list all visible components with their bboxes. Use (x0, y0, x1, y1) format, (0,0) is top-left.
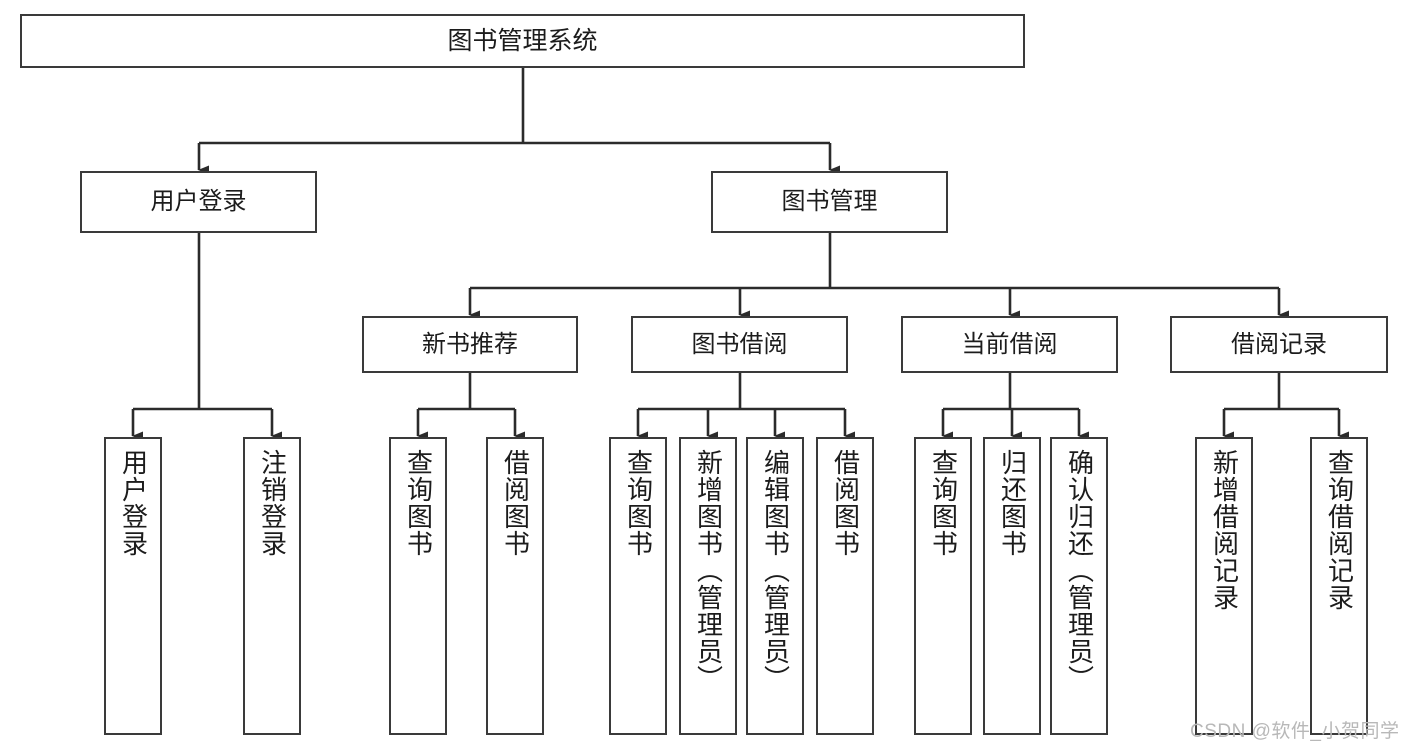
node-leaf-edit-book[interactable]: 编辑图书（管理员） (746, 437, 804, 735)
node-label: 新增图书（管理员） (693, 449, 724, 692)
node-label: 用户登录 (118, 449, 149, 557)
node-label: 图书管理系统 (447, 26, 598, 55)
node-user-login[interactable]: 用户登录 (80, 171, 317, 233)
node-label: 借阅图书 (830, 449, 861, 557)
node-label: 归还图书 (997, 449, 1028, 557)
node-label: 图书借阅 (691, 330, 788, 358)
node-book-manage[interactable]: 图书管理 (711, 171, 948, 233)
node-leaf-query-book-3[interactable]: 查询图书 (914, 437, 972, 735)
node-root[interactable]: 图书管理系统 (20, 14, 1025, 68)
node-label: 借阅记录 (1231, 330, 1327, 358)
node-label: 当前借阅 (961, 330, 1058, 358)
node-label: 查询图书 (403, 449, 434, 557)
node-leaf-borrow-book-1[interactable]: 借阅图书 (486, 437, 544, 735)
node-leaf-confirm-return[interactable]: 确认归还（管理员） (1050, 437, 1108, 735)
node-label: 编辑图书（管理员） (760, 449, 791, 692)
node-leaf-add-record[interactable]: 新增借阅记录 (1195, 437, 1253, 735)
node-leaf-user-login[interactable]: 用户登录 (104, 437, 162, 735)
edge-group (131, 68, 1349, 441)
node-new-book-rec[interactable]: 新书推荐 (362, 316, 578, 373)
node-label: 确认归还（管理员） (1064, 449, 1095, 692)
node-leaf-logout[interactable]: 注销登录 (243, 437, 301, 735)
node-current-borrow[interactable]: 当前借阅 (901, 316, 1118, 373)
node-label: 图书管理 (781, 188, 878, 216)
watermark: CSDN @软件_小贺同学 (1190, 721, 1400, 742)
node-label: 用户登录 (150, 188, 247, 216)
node-leaf-borrow-book-2[interactable]: 借阅图书 (816, 437, 874, 735)
node-leaf-query-record[interactable]: 查询借阅记录 (1310, 437, 1368, 735)
node-label: 借阅图书 (500, 449, 531, 557)
node-label: 查询图书 (623, 449, 654, 557)
node-book-borrow[interactable]: 图书借阅 (631, 316, 848, 373)
node-label: 查询借阅记录 (1324, 449, 1355, 611)
node-leaf-query-book-1[interactable]: 查询图书 (389, 437, 447, 735)
node-leaf-add-book[interactable]: 新增图书（管理员） (679, 437, 737, 735)
node-label: 新增借阅记录 (1209, 449, 1240, 611)
node-leaf-return-book[interactable]: 归还图书 (983, 437, 1041, 735)
node-label: 新书推荐 (422, 330, 518, 358)
node-leaf-query-book-2[interactable]: 查询图书 (609, 437, 667, 735)
node-borrow-record[interactable]: 借阅记录 (1170, 316, 1388, 373)
node-label: 查询图书 (928, 449, 959, 557)
node-label: 注销登录 (257, 449, 288, 557)
